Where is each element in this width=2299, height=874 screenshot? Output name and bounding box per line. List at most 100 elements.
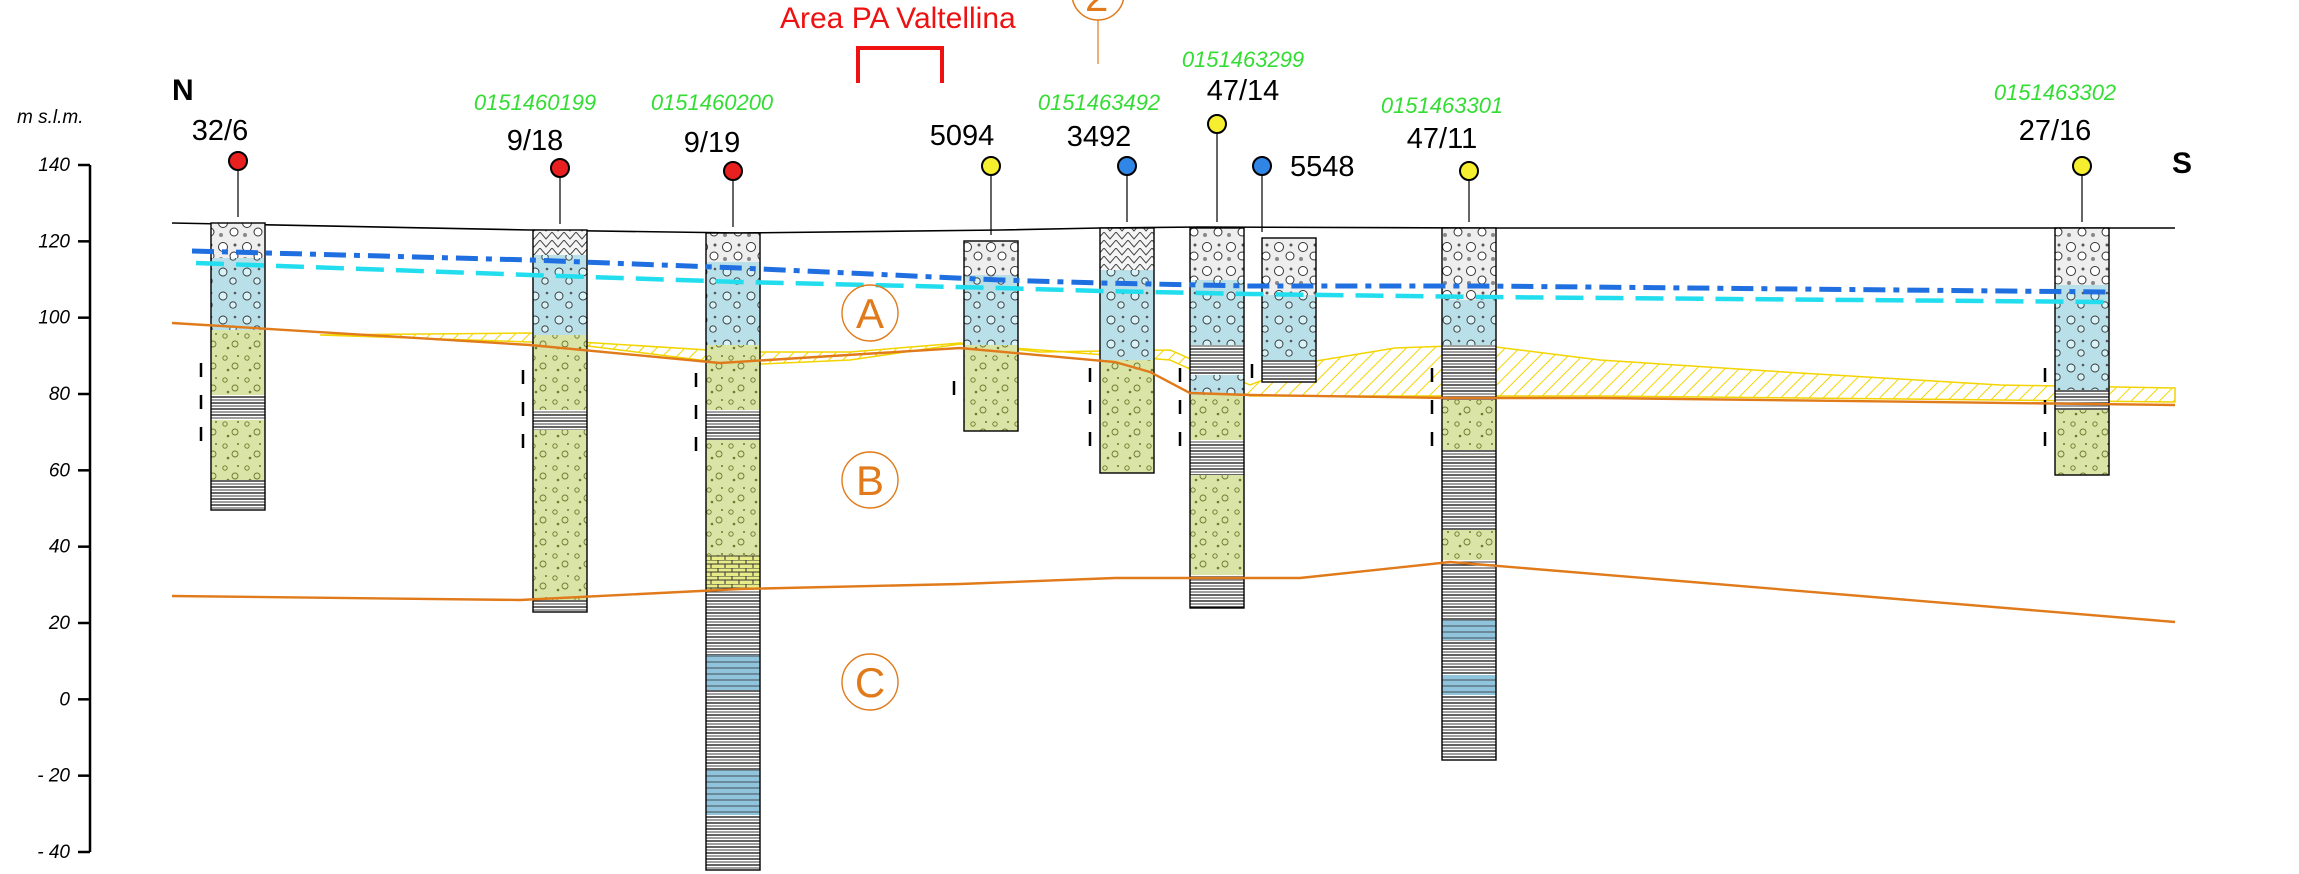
well-47-11: 47/11 0151463301 bbox=[1381, 93, 1503, 761]
well-name: 5548 bbox=[1290, 151, 1355, 183]
well-log-outline bbox=[2054, 227, 2110, 476]
well-log-outline bbox=[963, 240, 1019, 432]
lithology-layer-clay-blue bbox=[706, 770, 760, 815]
well-code: 0151463302 bbox=[1994, 80, 2116, 105]
lithology-layer-clay bbox=[1442, 560, 1496, 620]
well-code: 0151463492 bbox=[1038, 90, 1160, 115]
zone-circle bbox=[841, 284, 899, 342]
lithology-layer-clay bbox=[533, 600, 587, 612]
top-partial-zone-marker: 2 bbox=[1071, 0, 1125, 64]
lithology-layer-cobble bbox=[1442, 228, 1496, 300]
well-code: 0151460200 bbox=[651, 90, 774, 115]
well-32-6: 32/6 bbox=[192, 115, 266, 511]
lithology-layer-clay bbox=[706, 590, 760, 655]
well-code: 0151460199 bbox=[474, 90, 596, 115]
well-code: 0151463299 bbox=[1182, 47, 1304, 72]
well-log-outline bbox=[210, 222, 266, 511]
lithology-layer-clay bbox=[533, 410, 587, 430]
lithology-layer-gravel bbox=[211, 420, 265, 480]
lithology-layer-gravel bbox=[706, 345, 760, 410]
well-marker-yellow bbox=[981, 156, 1001, 176]
well-log-column bbox=[1441, 227, 1497, 761]
y-tick-label: 40 bbox=[49, 537, 71, 558]
well-log-column bbox=[963, 240, 1019, 432]
lithology-layer-clay bbox=[706, 815, 760, 870]
boundary-a-b bbox=[171, 321, 2176, 407]
lithology-layer-vee bbox=[533, 230, 587, 255]
well-name: 32/6 bbox=[192, 115, 248, 147]
lithology-layer-clay-blue bbox=[706, 655, 760, 690]
lithology-layer-clay bbox=[211, 480, 265, 510]
well-name: 9/19 bbox=[684, 127, 740, 159]
zone-circle bbox=[841, 653, 899, 711]
well-marker-yellow bbox=[1459, 161, 1479, 181]
well-log-column bbox=[1189, 227, 1245, 609]
lithology-layer-cobble bbox=[1190, 228, 1244, 280]
zone-letter: C bbox=[855, 659, 885, 706]
well-log-column bbox=[210, 222, 266, 511]
well-marker-red bbox=[723, 161, 743, 181]
zone-A: A bbox=[841, 284, 899, 342]
well-log-column bbox=[705, 232, 761, 871]
lithology-layer-clay bbox=[211, 395, 265, 420]
lithology-layer-clay bbox=[1190, 440, 1244, 475]
y-tick-label: 20 bbox=[48, 613, 71, 634]
lithology-layer-clay-blue bbox=[1442, 620, 1496, 640]
well-name: 9/18 bbox=[507, 125, 563, 157]
well-name: 5094 bbox=[930, 120, 995, 152]
well-name: 47/11 bbox=[1407, 123, 1477, 155]
y-tick-label: 60 bbox=[49, 460, 71, 481]
lithology-layer-clay bbox=[1190, 345, 1244, 375]
lithology-layer-gravel bbox=[1100, 360, 1154, 473]
well-log-outline bbox=[1441, 227, 1497, 761]
well-log-column bbox=[1261, 237, 1317, 383]
lithology-layer-gravel bbox=[1442, 530, 1496, 560]
lithology-layer-clay bbox=[1442, 640, 1496, 675]
lithology-layer-gravel bbox=[533, 430, 587, 600]
lithology-layer-aquifer bbox=[706, 262, 760, 345]
top-partial-zone-label: 2 bbox=[1085, 0, 1108, 20]
hatched-lens bbox=[319, 332, 2176, 403]
wells: 32/6 9/18 0151460199 9/19 0151460200 5094 3492… bbox=[192, 47, 2116, 871]
water-table-cyan bbox=[195, 260, 2111, 305]
well-log-outline bbox=[532, 229, 588, 613]
well-log-column bbox=[1099, 227, 1155, 474]
zone-circle bbox=[841, 451, 899, 509]
lithology-layer-aquifer bbox=[1190, 375, 1244, 395]
zone-letter: A bbox=[856, 290, 884, 337]
lithology-layer-gravel bbox=[2055, 410, 2109, 475]
lithology-layer-gravel bbox=[1190, 540, 1244, 575]
lithology-layer-cobble bbox=[2055, 228, 2109, 285]
direction-north: N bbox=[172, 74, 194, 107]
lithology-layer-clay bbox=[1442, 345, 1496, 400]
lithology-layer-gravel bbox=[211, 330, 265, 395]
well-marker-blue bbox=[1117, 156, 1137, 176]
y-tick-label: - 40 bbox=[37, 842, 70, 863]
well-code: 0151463301 bbox=[1381, 93, 1503, 118]
water-table-blue bbox=[191, 248, 2111, 295]
well-marker-blue bbox=[1252, 156, 1272, 176]
well-marker-red bbox=[550, 158, 570, 178]
well-marker-red bbox=[228, 151, 248, 171]
direction-south: S bbox=[2172, 147, 2192, 180]
well-log-outline bbox=[1261, 237, 1317, 383]
y-tick-label: 120 bbox=[38, 231, 70, 252]
lithology-layer-gravel bbox=[1190, 475, 1244, 540]
well-marker-yellow bbox=[2072, 156, 2092, 176]
ground-surface bbox=[171, 222, 2175, 234]
zone-B: B bbox=[841, 451, 899, 509]
lithology-layer-vee bbox=[1100, 228, 1154, 270]
well-log-column bbox=[532, 229, 588, 613]
y-tick-label: 0 bbox=[59, 689, 70, 710]
lithology-layer-aquifer bbox=[533, 255, 587, 335]
zone-letter: B bbox=[856, 457, 884, 504]
zone-C: C bbox=[841, 653, 899, 711]
well-marker-yellow bbox=[1207, 114, 1227, 134]
lithology-layer-gravel bbox=[1190, 395, 1244, 440]
y-tick-label: 100 bbox=[38, 308, 70, 329]
lithology-layer-cobble bbox=[964, 241, 1018, 275]
y-axis-unit: m s.l.m. bbox=[17, 107, 84, 128]
